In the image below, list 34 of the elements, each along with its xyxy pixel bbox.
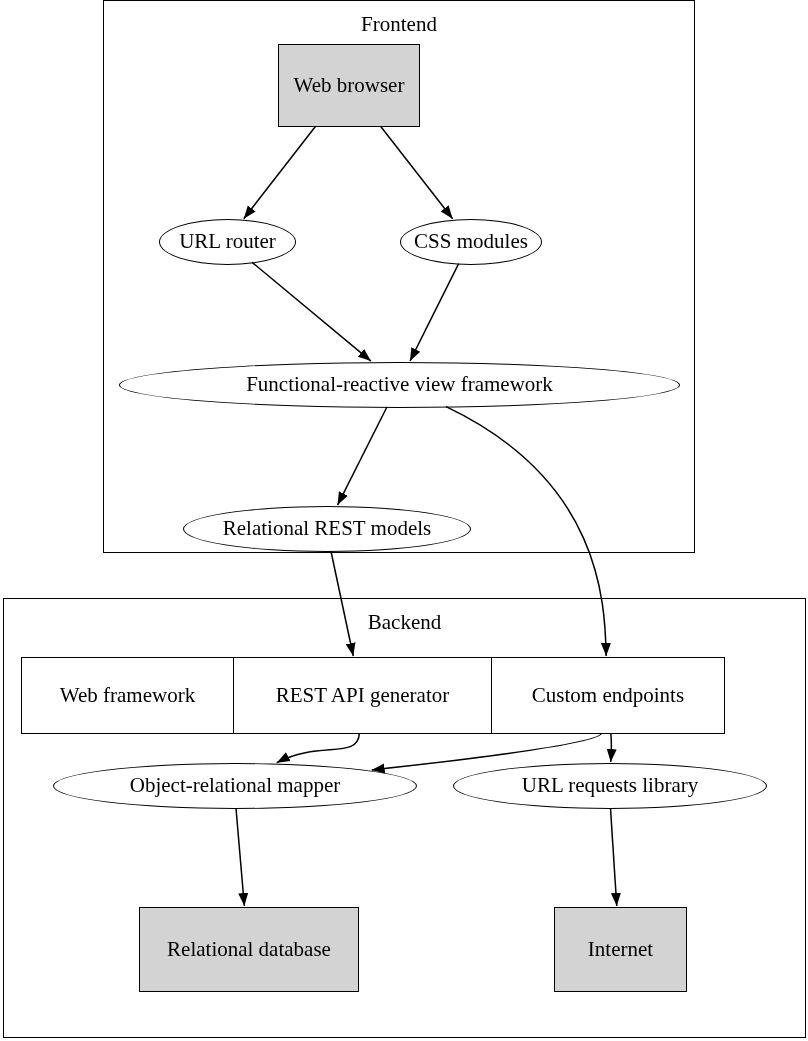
node-label: Relational database bbox=[167, 935, 331, 963]
process-box bbox=[278, 44, 420, 127]
arrow bbox=[276, 732, 361, 764]
cluster-label: Frontend bbox=[361, 11, 437, 38]
arrow bbox=[606, 732, 617, 763]
arrow bbox=[330, 550, 356, 657]
node-label: Custom endpoints bbox=[531, 681, 685, 709]
node-label: Web framework bbox=[59, 681, 196, 709]
node-label: REST API generator bbox=[275, 681, 450, 709]
process-box bbox=[139, 907, 359, 992]
node-label: Relational REST models bbox=[222, 515, 432, 543]
record-cell bbox=[233, 657, 492, 734]
arrow bbox=[370, 732, 603, 774]
cluster-label: Backend bbox=[367, 609, 442, 636]
arrow bbox=[235, 807, 249, 907]
node-label: URL router bbox=[179, 228, 276, 256]
arrow bbox=[379, 125, 454, 220]
node-label: Functional-reactive view framework bbox=[246, 371, 553, 399]
arrow bbox=[336, 406, 388, 506]
arrow bbox=[609, 807, 621, 907]
arrow bbox=[251, 261, 372, 362]
arrow bbox=[409, 262, 460, 362]
node-label: Internet bbox=[587, 935, 654, 963]
cluster-frame bbox=[103, 0, 695, 553]
record-cell bbox=[21, 657, 234, 734]
node-label: CSS modules bbox=[414, 228, 528, 256]
node-label: URL requests library bbox=[521, 772, 699, 800]
node-label: Web browser bbox=[293, 71, 405, 99]
record-cell bbox=[491, 657, 725, 734]
process-box bbox=[554, 907, 687, 992]
cluster-frame bbox=[3, 598, 806, 1038]
arrow bbox=[445, 405, 611, 657]
node-label: Object-relational mapper bbox=[129, 772, 341, 800]
arrow bbox=[243, 125, 317, 220]
